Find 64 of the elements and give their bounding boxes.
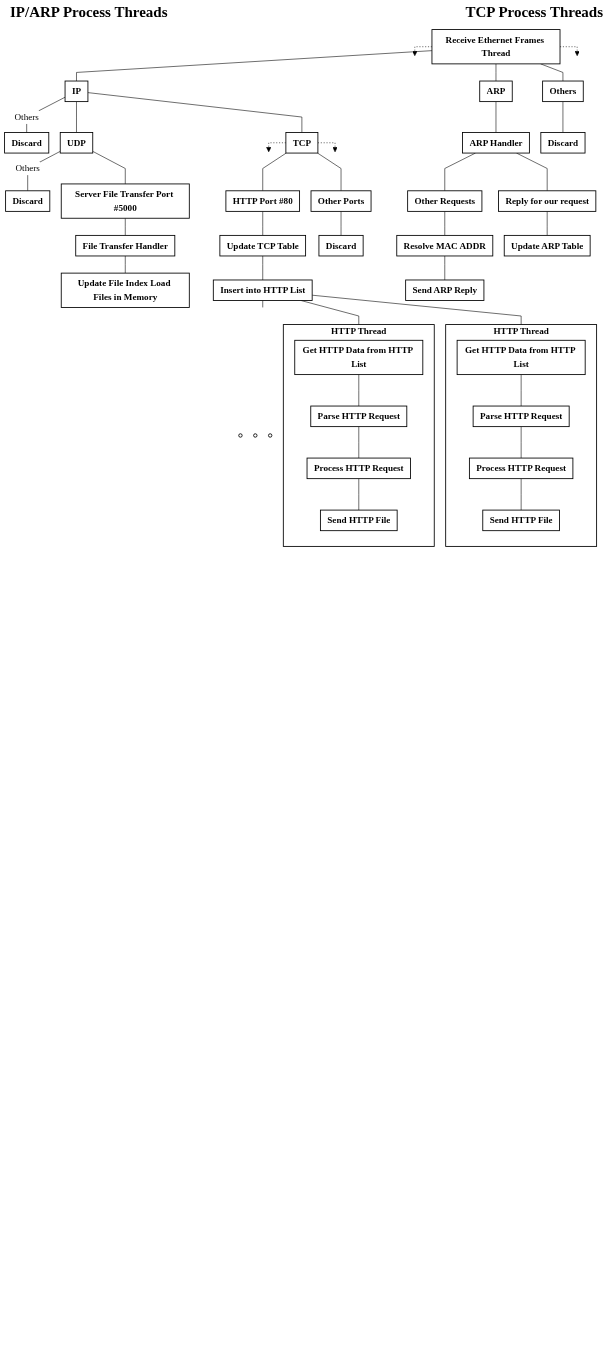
process-box: Send ARP Reply (405, 279, 485, 301)
note-label: TCP Process Threads (465, 4, 603, 21)
connector-line (540, 63, 564, 82)
connector-line (76, 101, 77, 133)
connector-line (444, 211, 446, 236)
note-label: IP/ARP Process Threads (10, 4, 168, 21)
connector-line (520, 374, 522, 407)
process-box: Server File Transfer Port #5000 (60, 183, 190, 219)
connector-line (495, 101, 497, 133)
process-box: Discard (5, 190, 51, 212)
process-box: Others (542, 80, 584, 103)
connector-line (125, 255, 126, 274)
process-box: File Transfer Handler (75, 234, 176, 257)
process-box: Send HTTP File (482, 509, 560, 532)
process-box: Discard (318, 234, 364, 257)
connector-line (546, 211, 548, 236)
process-box: Update ARP Table (503, 234, 591, 257)
process-box: Process HTTP Request (468, 457, 574, 480)
process-box: Receive Ethernet Frames Thread (431, 29, 561, 65)
process-box: HTTP Port #80 (225, 190, 300, 212)
process-box: Discard (4, 132, 50, 154)
process-box: ARP (479, 80, 513, 103)
connector-line (262, 211, 264, 236)
process-box: Reply for our request (498, 190, 597, 212)
process-box: UDP (59, 132, 94, 154)
process-box: Parse HTTP Request (310, 405, 408, 428)
connector-line (76, 50, 433, 82)
connector-line (444, 152, 476, 192)
connector-line (87, 92, 303, 133)
connector-line (516, 152, 548, 192)
process-box: Update TCP Table (219, 234, 307, 257)
connector-line (92, 151, 126, 185)
process-box: Other Ports (310, 190, 372, 212)
process-box: Parse HTTP Request (472, 405, 570, 428)
process-box: Send HTTP File (320, 509, 398, 532)
process-box: IP (64, 80, 89, 103)
connector-line (358, 374, 360, 407)
process-box: TCP (285, 132, 319, 154)
process-box: Update File Index Load Files in Memory (60, 272, 190, 308)
connector-line (125, 217, 126, 236)
connector-line (520, 478, 522, 511)
connector-line (444, 255, 446, 281)
connector-line (358, 426, 360, 459)
process-box: Insert into HTTP List (212, 279, 313, 301)
process-box: Get HTTP Data from HTTP List (294, 339, 424, 376)
connector-line (495, 63, 497, 82)
connector-line (317, 152, 342, 192)
process-box: Process HTTP Request (306, 457, 411, 480)
process-box: Resolve MAC ADDR (396, 234, 494, 257)
connector-line (562, 101, 564, 133)
connector-line (358, 478, 360, 511)
connector-line (340, 211, 342, 236)
connector-line (520, 426, 522, 459)
ellipsis-dot (268, 433, 273, 438)
process-box: ARP Handler (462, 132, 530, 154)
connector-line (262, 255, 264, 281)
process-box: Discard (540, 132, 586, 154)
process-box: Other Requests (407, 190, 483, 212)
connector-line (262, 152, 287, 192)
connector-line (311, 294, 522, 325)
ellipsis-dot (238, 433, 243, 438)
process-box: Get HTTP Data from HTTP List (456, 339, 586, 376)
ellipsis-dot (253, 433, 258, 438)
connector-line (262, 300, 264, 308)
